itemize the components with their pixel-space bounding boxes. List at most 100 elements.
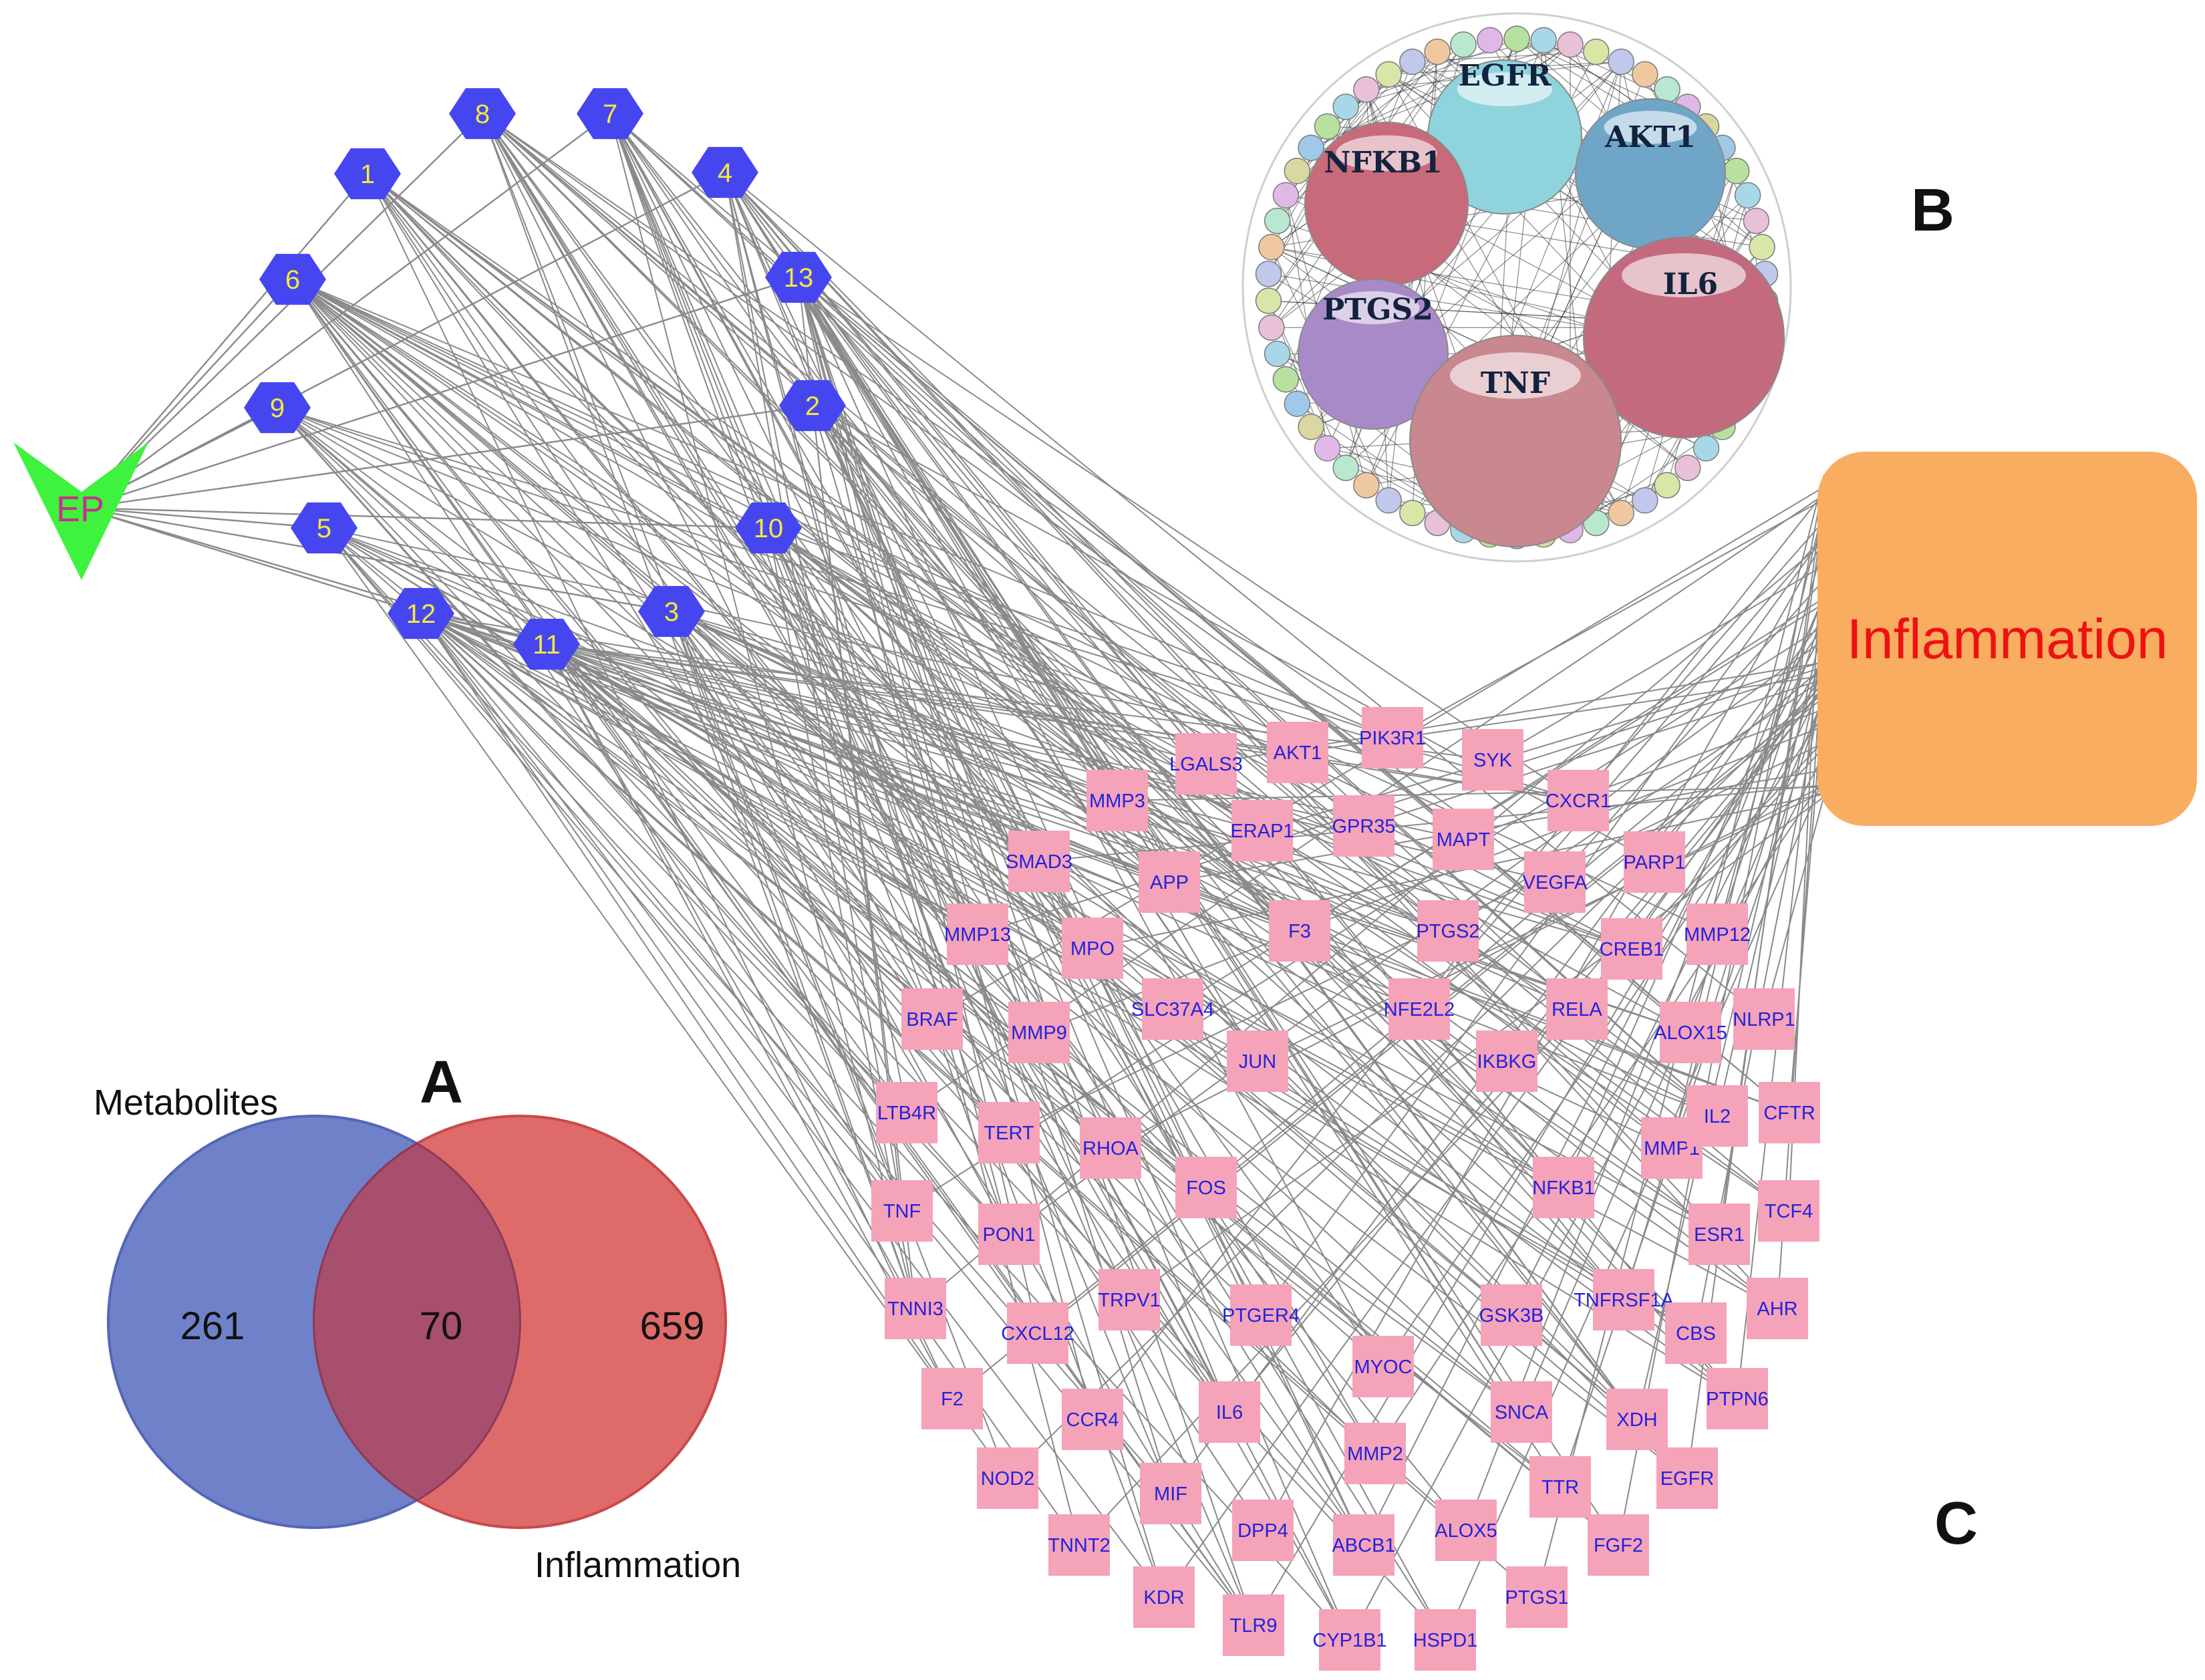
gene-node: CYP1B1: [1312, 1609, 1387, 1671]
ppi-ring-node: [1608, 48, 1634, 76]
gene-box: [1098, 1269, 1160, 1331]
compound-node: 9: [244, 382, 311, 434]
gene-node: CFTR: [1759, 1082, 1820, 1143]
gene-label: EGFR: [1660, 1468, 1715, 1490]
gene-label: CXCL12: [1001, 1323, 1074, 1345]
source-node-label: EP: [56, 489, 104, 529]
gene-label: TCF4: [1765, 1201, 1813, 1222]
gene-node: MMP3: [1086, 770, 1148, 831]
gene-box: [1624, 831, 1685, 893]
edge: [420, 613, 907, 1113]
gene-box: [1139, 851, 1200, 913]
ppi-ring-node: [1255, 261, 1282, 287]
venn-right-count: 659: [640, 1304, 705, 1348]
gene-node: AHR: [1747, 1278, 1808, 1339]
edge: [323, 527, 903, 1212]
ppi-hub-label: NFKB1: [1324, 146, 1443, 180]
gene-box: [1686, 1085, 1748, 1147]
ppi-hub-label: IL6: [1663, 267, 1718, 301]
edge: [420, 613, 1040, 1033]
edge: [292, 279, 1778, 1309]
edge: [609, 113, 1171, 1494]
gene-label: TNF: [883, 1201, 921, 1222]
compound-label: 10: [754, 514, 784, 543]
edge: [1008, 639, 1825, 1235]
ppi-ring-node: [1749, 234, 1775, 261]
compound-node: 6: [259, 253, 326, 305]
edge: [367, 173, 978, 935]
ppi-ring-node: [1632, 487, 1658, 514]
ppi-ring-node: [1399, 499, 1426, 527]
edge: [1654, 625, 1825, 863]
gene-node: CCR4: [1062, 1389, 1123, 1450]
gene-node: FGF2: [1588, 1514, 1649, 1576]
gene-label: MAPT: [1437, 829, 1491, 851]
gene-label: IL2: [1704, 1106, 1731, 1127]
ppi-ring-node: [1503, 25, 1530, 52]
ppi-ring-node: [1298, 414, 1324, 440]
gene-box: [1688, 1204, 1750, 1265]
edge: [482, 113, 1393, 738]
edge: [420, 613, 1697, 1334]
edge: [798, 277, 978, 935]
edge: [609, 113, 916, 1309]
edge: [323, 527, 1350, 1641]
edge: [798, 277, 1254, 1626]
edge: [609, 113, 1010, 1133]
edge: [1554, 579, 1825, 883]
gene-box: [978, 1204, 1040, 1265]
ppi-hub-label: EGFR: [1459, 59, 1552, 93]
gene-box: [1433, 809, 1494, 870]
compound-label: 3: [664, 597, 679, 627]
gene-label: ERAP1: [1230, 821, 1294, 842]
ppi-hub-gloss: [1622, 253, 1746, 297]
gene-node: MMP2: [1344, 1423, 1406, 1484]
gene-box: [1048, 1514, 1110, 1576]
gene-box: [1230, 1284, 1292, 1346]
gene-node: F2: [921, 1368, 983, 1429]
gene-box: [1593, 1269, 1654, 1331]
edge: [1382, 713, 1825, 1367]
edge: [1092, 793, 1825, 949]
gene-box: [1062, 1389, 1123, 1450]
gene-box: [1524, 851, 1586, 913]
compound-hexagon: [638, 585, 705, 638]
gene-node: SMAD3: [1006, 831, 1072, 892]
edge: [1623, 646, 1825, 1300]
gene-node: PTGS2: [1416, 900, 1480, 962]
gene-label: MYOC: [1354, 1357, 1413, 1378]
gene-box: [1008, 1002, 1070, 1063]
edge: [798, 277, 1258, 1062]
gene-node: PARP1: [1624, 831, 1685, 893]
edge: [420, 613, 1579, 801]
ppi-hub-label: TNF: [1481, 366, 1550, 400]
gene-box: [1227, 1030, 1288, 1092]
ppi-hub-label: AKT1: [1604, 120, 1696, 154]
ppi-ring-node: [1530, 27, 1557, 53]
gene-node: MMP12: [1684, 903, 1751, 965]
ppi-ring-node: [1608, 499, 1634, 527]
edge: [768, 527, 1738, 1399]
gene-label: DPP4: [1237, 1520, 1288, 1542]
edge: [798, 277, 903, 1212]
gene-node: NOD2: [977, 1447, 1038, 1509]
gene-box: [1601, 918, 1662, 980]
edge: [323, 527, 1449, 932]
ppi-hub-gloss: [1604, 110, 1697, 144]
gene-label: PON1: [983, 1224, 1036, 1246]
gene-label: F3: [1288, 921, 1311, 942]
gene-label: XDH: [1616, 1409, 1657, 1431]
edge: [546, 644, 1579, 801]
gene-box: [1435, 1500, 1497, 1561]
ppi-ring-node: [1654, 472, 1680, 499]
edge: [546, 644, 1093, 949]
gene-box: [1142, 978, 1203, 1040]
gene-box: [1175, 1157, 1237, 1218]
gene-label: AKT1: [1274, 742, 1322, 764]
compound-hexagon: [779, 380, 846, 432]
edge: [482, 113, 1697, 1334]
panel-label-c: C: [1934, 1490, 1978, 1557]
venn-right-label: Inflammation: [535, 1545, 741, 1585]
gene-label: NFKB1: [1532, 1177, 1594, 1199]
